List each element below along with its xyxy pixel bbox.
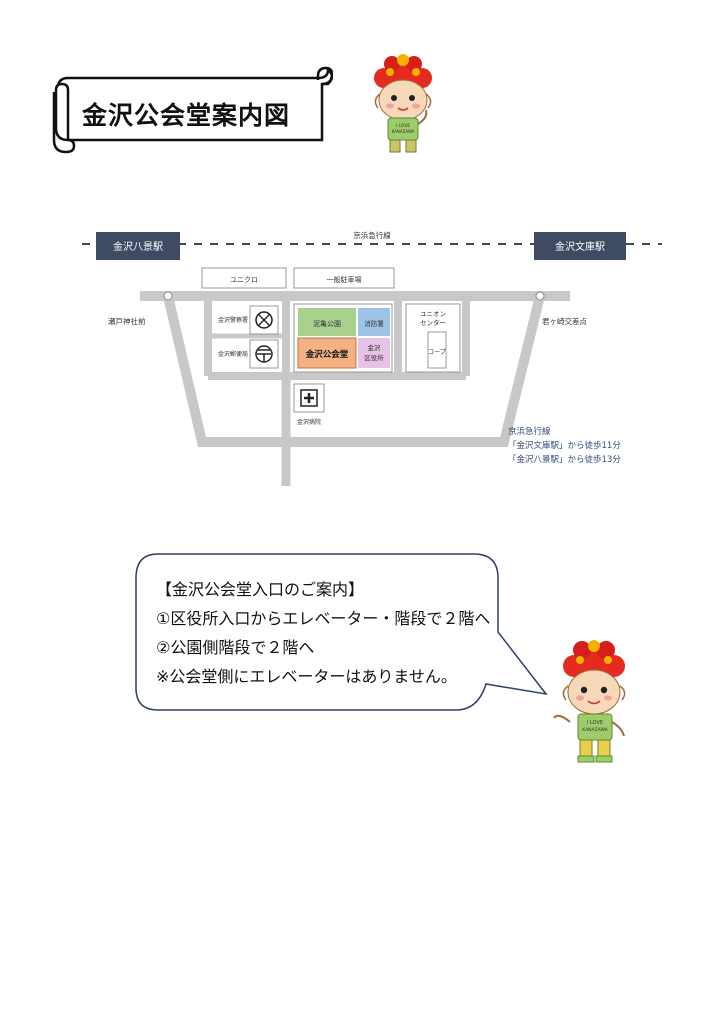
fire-station-block: [358, 308, 390, 336]
uniqlo-box: [201, 267, 287, 289]
mascot-shirt-text-1: I LOVE: [587, 720, 603, 726]
hospital-label: 金沢病院: [297, 418, 321, 426]
seto-intersection: [163, 291, 173, 301]
access-line-label: 京浜急行線: [508, 426, 551, 437]
post-office-label: 金沢郵便局: [218, 350, 248, 358]
mascot-pointing-icon: I LOVE KANAZAWA: [553, 640, 626, 763]
ward-office-label-2: 区役所: [364, 353, 384, 362]
title-scroll-banner: [52, 66, 333, 154]
speech-bubble: [135, 553, 548, 711]
hall-block: [297, 337, 357, 369]
union-label-2: センター: [420, 318, 446, 327]
guide-line-1: ①区役所入口からエレベーター・階段で２階へ: [156, 609, 491, 628]
hall-label: 金沢公会堂: [305, 349, 349, 360]
access-hakkei-label: 「金沢八景駅」から徒歩13分: [508, 454, 621, 465]
park-label: 泥亀公園: [313, 319, 341, 328]
station-left-box: [96, 232, 180, 260]
ward-office-label-1: 金沢: [368, 343, 382, 352]
mascot-shirt-text-2: KANAZAWA: [392, 129, 415, 134]
access-map: 京浜急行線 金沢八景駅 金沢文庫駅 ユニクロ 一般駐車場 瀬戸神社前 君ヶ崎交差…: [82, 230, 662, 486]
page-title: 金沢公会堂案内図: [82, 101, 291, 130]
guide-line-2: ②公園側階段で２階へ: [156, 638, 315, 657]
parking-label: 一般駐車場: [327, 275, 362, 284]
kimigasaki-intersection: [535, 291, 545, 301]
post-office-icon: [255, 345, 273, 363]
station-left-label: 金沢八景駅: [113, 240, 163, 253]
police-label: 金沢警察署: [218, 316, 248, 324]
hospital-icon: [300, 389, 318, 407]
mascot-character-icon: I LOVE KANAZAWA: [374, 54, 432, 153]
park-block: [298, 308, 356, 336]
fire-station-label: 消防署: [364, 319, 384, 328]
coop-label: コープ: [428, 349, 446, 356]
police-icon: [255, 311, 273, 329]
kimigasaki-label: 君ヶ崎交差点: [542, 316, 587, 326]
guide-line-3: ※公会堂側にエレベーターはありません。: [156, 667, 457, 686]
coop-block: [427, 331, 447, 369]
parking-box: [293, 267, 395, 289]
mascot-shirt-text-1: I LOVE: [396, 123, 411, 129]
seto-shrine-label: 瀬戸神社前: [108, 316, 146, 326]
station-right-label: 金沢文庫駅: [555, 240, 605, 253]
uniqlo-label: ユニクロ: [230, 276, 258, 284]
station-right-box: [534, 232, 626, 260]
mascot-shirt-text-2: KANAZAWA: [582, 727, 609, 733]
ward-office-block: [358, 338, 390, 368]
roads: [140, 291, 570, 486]
union-label-1: ユニオン: [420, 310, 446, 318]
guide-heading: 【金沢公会堂入口のご案内】: [156, 580, 365, 599]
access-bunko-label: 「金沢文庫駅」から徒歩11分: [508, 440, 621, 451]
rail-line-label: 京浜急行線: [353, 230, 391, 240]
